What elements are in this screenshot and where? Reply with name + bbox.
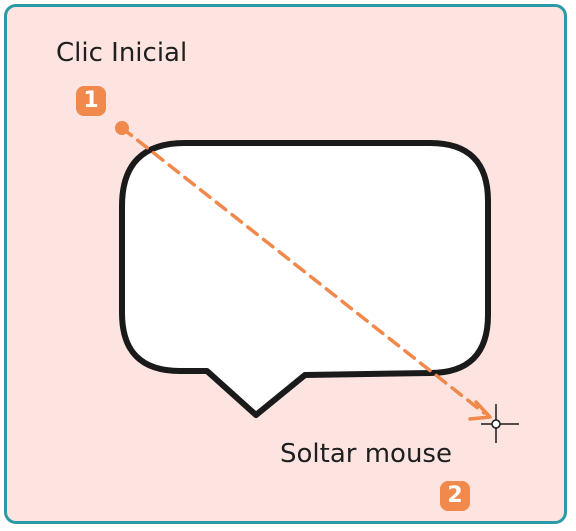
arrow-head-icon <box>468 400 492 421</box>
start-point-dot-icon <box>115 121 129 135</box>
start-click-label: Clic Inicial <box>56 38 188 68</box>
step-1-badge: 1 <box>76 86 106 116</box>
release-mouse-label: Soltar mouse <box>280 439 452 469</box>
speech-bubble-shape <box>119 140 491 418</box>
crosshair-cursor-icon <box>481 404 519 443</box>
drag-path-line <box>120 126 486 415</box>
step-2-badge: 2 <box>440 481 470 511</box>
